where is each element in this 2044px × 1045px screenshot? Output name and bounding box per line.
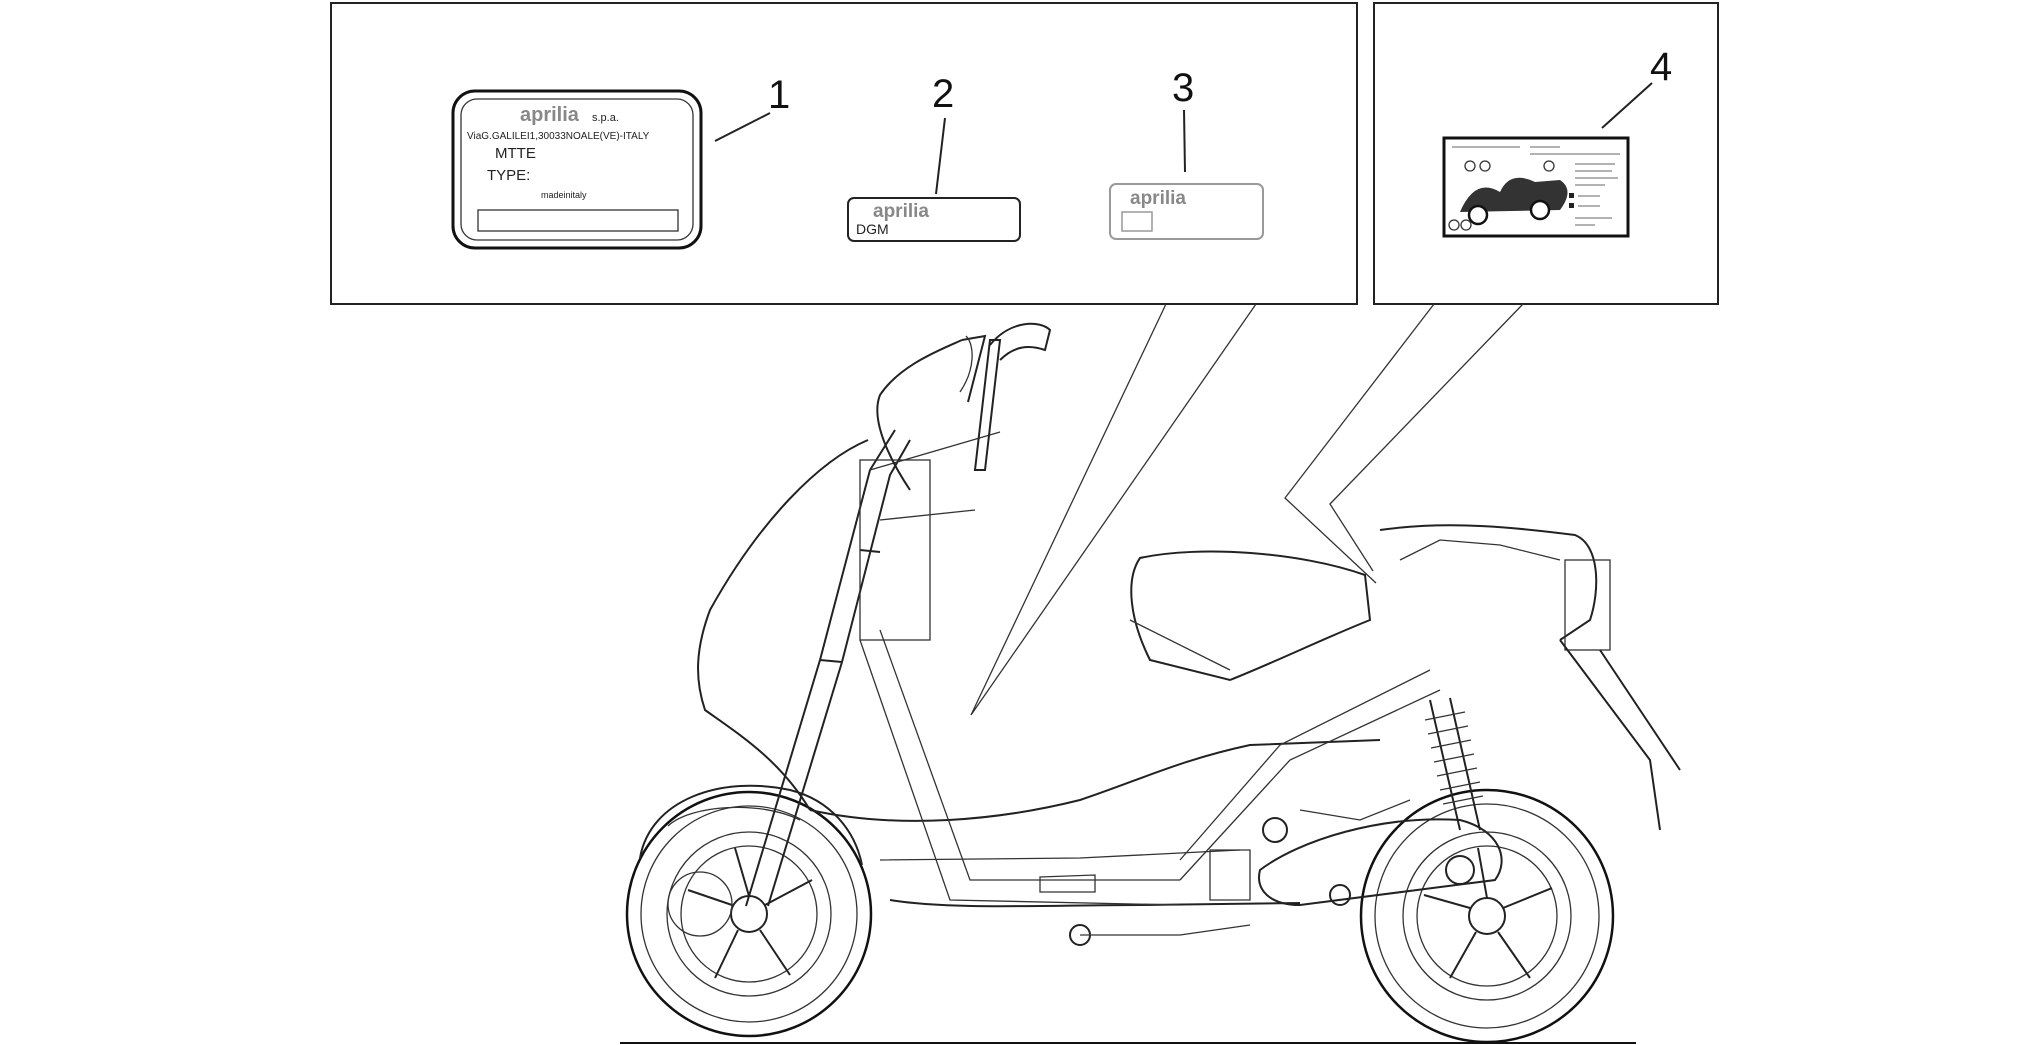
- plate-1-blank-field: [477, 209, 679, 232]
- plate-1-address: ViaG.GALILEI1,30033NOALE(VE)-ITALY: [467, 131, 650, 142]
- plate-2-brand: aprilia: [873, 201, 929, 222]
- callout-4: 4: [1650, 45, 1672, 89]
- callout-2: 2: [932, 72, 954, 116]
- rear-shock: [1424, 697, 1484, 831]
- plate-1-field-1: MTTE: [495, 145, 536, 162]
- seat: [1130, 550, 1372, 682]
- callout-3: 3: [1172, 66, 1194, 110]
- plate-1-brand: aprilia: [520, 104, 580, 126]
- scooter-drawing: [620, 322, 1681, 1044]
- plate-3-blank-box: [1121, 211, 1153, 232]
- plate-3-brand-decal: aprilia: [1109, 183, 1264, 240]
- pointer-lines: [970, 303, 1524, 716]
- plate-1-identification: aprilia s.p.a. ViaG.GALILEI1,30033NOALE(…: [451, 89, 703, 250]
- plate-1-field-2: TYPE:: [487, 167, 530, 184]
- plate-4-info-label: [1442, 136, 1630, 238]
- plate-3-brand: aprilia: [1130, 188, 1186, 209]
- detail-box-plates: [330, 2, 1358, 305]
- plate-2-code: DGM: [856, 221, 889, 237]
- plate-2-brand-decal: aprilia DGM: [847, 197, 1021, 242]
- front-wheel: [625, 790, 873, 1038]
- rear-wheel: [1359, 788, 1615, 1044]
- plate-1-suffix: s.p.a.: [592, 112, 619, 124]
- plate-1-origin: madeinitaly: [541, 190, 587, 200]
- callout-1: 1: [768, 73, 790, 117]
- engine-swingarm: [1258, 818, 1503, 907]
